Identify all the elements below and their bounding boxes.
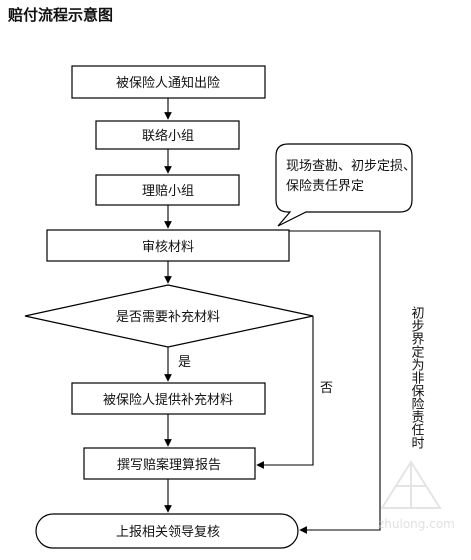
- node-report-label: 撰写赔案理算报告: [117, 458, 221, 473]
- watermark: zhulong.com: [378, 460, 455, 531]
- callout-line1: 现场查勘、初步定损、: [286, 159, 416, 174]
- watermark-logo: [380, 460, 442, 509]
- callout-line2: 保险责任界定: [286, 179, 364, 194]
- edge-label-no: 否: [320, 381, 333, 396]
- node-approval: 上报相关领导复核: [35, 513, 299, 549]
- node-decision-label: 是否需要补充材料: [116, 309, 220, 325]
- node-supplement-label: 被保险人提供补充材料: [103, 392, 233, 408]
- node-claims: 理赔小组: [95, 174, 240, 206]
- node-report: 撰写赔案理算报告: [83, 447, 256, 480]
- edge-label-yes: 是: [178, 355, 191, 370]
- edge-decision-report-no: [256, 316, 314, 469]
- node-liaison-label: 联络小组: [142, 128, 194, 144]
- diagram-title: 赔付流程示意图: [8, 6, 113, 24]
- node-review: 审核材料: [46, 229, 290, 262]
- node-liaison: 联络小组: [95, 120, 240, 150]
- node-review-label: 审核材料: [142, 240, 194, 255]
- node-claims-label: 理赔小组: [142, 184, 194, 199]
- callout-survey: 现场查勘、初步定损、 保险责任界定: [275, 143, 416, 227]
- node-notify: 被保险人通知出险: [71, 65, 266, 99]
- node-notify-label: 被保险人通知出险: [116, 75, 220, 91]
- node-supplement: 被保险人提供补充材料: [71, 382, 266, 415]
- edge-label-not-liable: 初步界定为非保险责任时: [409, 306, 425, 449]
- node-decision: 是否需要补充材料: [24, 284, 314, 348]
- watermark-text: zhulong.com: [378, 517, 455, 531]
- node-approval-label: 上报相关领导复核: [116, 525, 220, 540]
- edge-review-approval-not-liable: [289, 230, 381, 534]
